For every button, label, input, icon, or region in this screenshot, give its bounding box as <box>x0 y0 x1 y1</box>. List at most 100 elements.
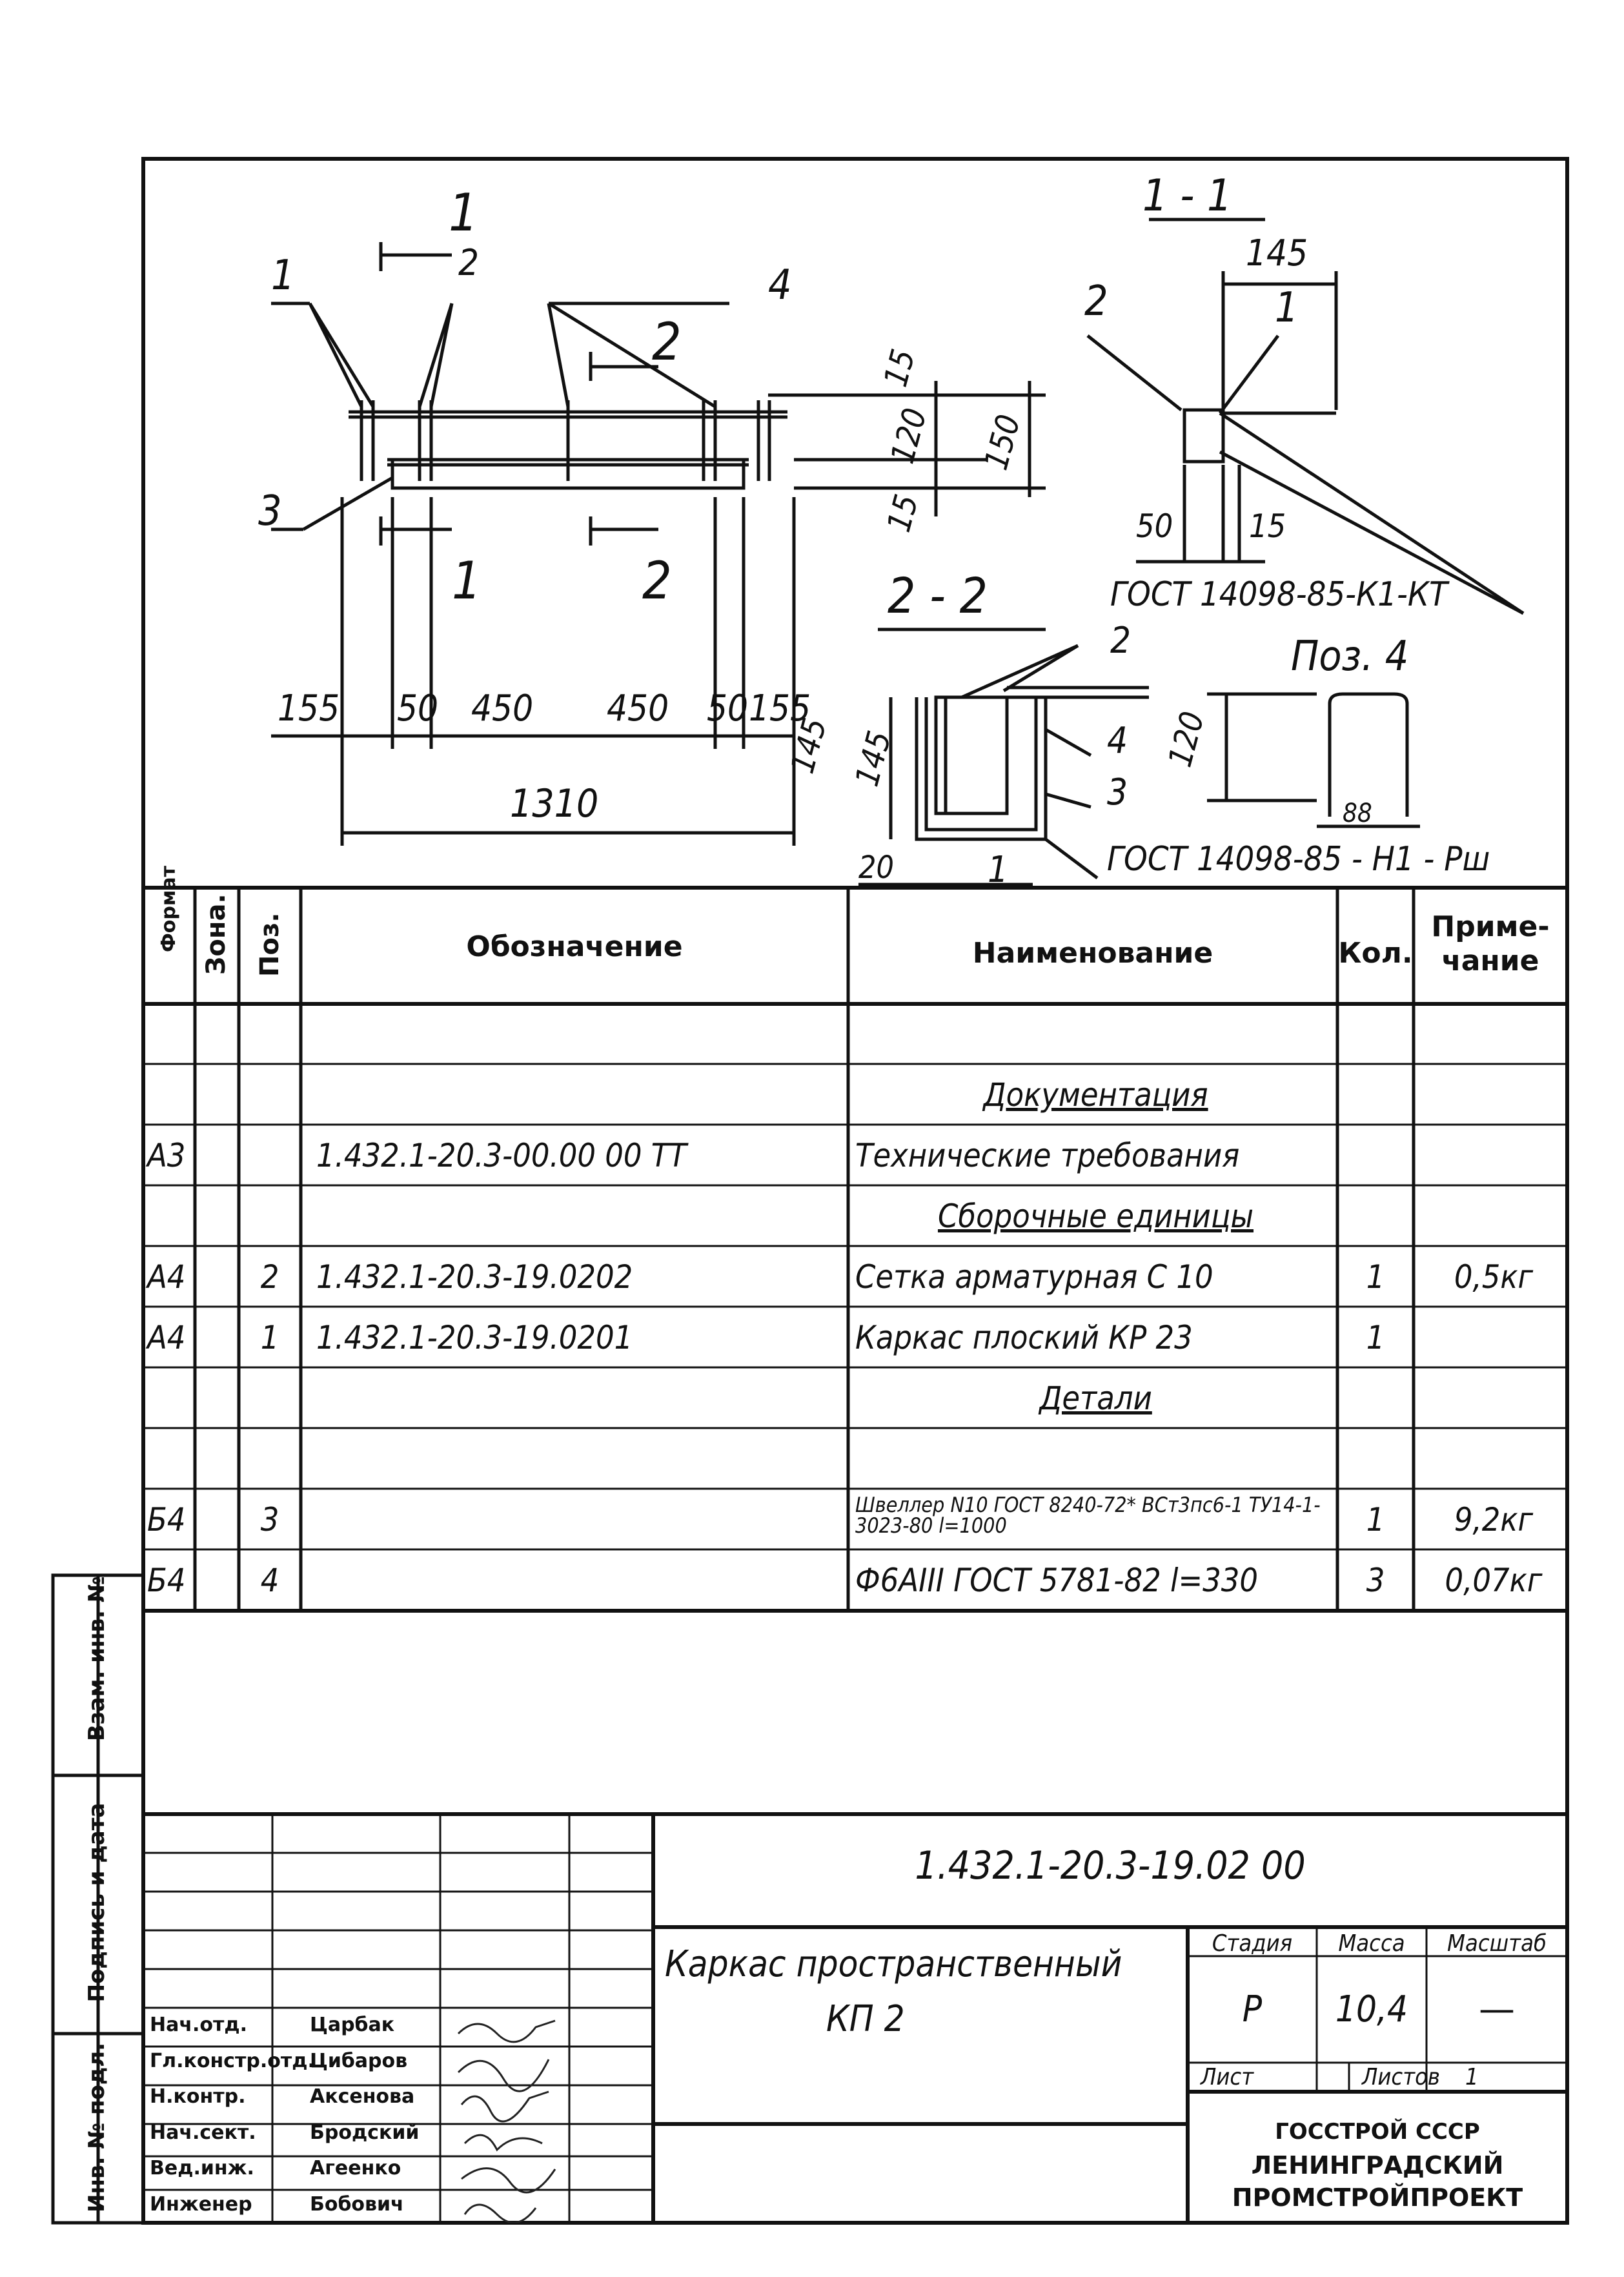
pos-label-2a: 2 <box>458 242 480 284</box>
dim-155-right: 155 <box>749 688 811 730</box>
dim-50-left: 50 <box>397 688 439 730</box>
gost-label-2: ГОСТ 14098-85 - Н1 - Рш <box>1107 840 1490 879</box>
pos-label-4b: 4 <box>1107 720 1128 762</box>
section-2-2-view <box>858 628 1149 886</box>
cut-label-1-top: 1 <box>449 183 478 243</box>
dim-155-left: 155 <box>278 688 340 730</box>
staff-name: Царбак <box>310 2014 395 2036</box>
cut-label-2-bottom: 2 <box>642 551 672 611</box>
side-sign-date: Подпись и дата <box>84 1802 110 2003</box>
header-zone: Зона. <box>201 893 231 975</box>
pos-label-4a: 4 <box>768 261 792 309</box>
staff-role: Нач.отд. <box>150 2014 247 2036</box>
spec-cell-qty: 1 <box>1366 1258 1385 1296</box>
dim-15-bottom: 15 <box>880 490 926 536</box>
header-note: Приме- чание <box>1431 910 1550 977</box>
gost-label-1: ГОСТ 14098-85-К1-КТ <box>1110 575 1448 614</box>
spec-cell-pos: 3 <box>260 1501 279 1538</box>
spec-cell-designation: 1.432.1-20.3-19.0201 <box>316 1319 633 1356</box>
spec-cell-note: 0,07кг <box>1445 1562 1543 1599</box>
pos-4-title: Поз. 4 <box>1291 633 1409 680</box>
spec-cell-format: Б4 <box>147 1501 186 1538</box>
spec-cell-format: А4 <box>147 1319 186 1356</box>
spec-cell-pos: 4 <box>260 1562 279 1599</box>
spec-cell-name: Швеллер N10 ГОСТ 8240-72* ВСт3пс6-1 ТУ14… <box>855 1493 1321 1538</box>
pos-label-3b: 3 <box>1107 771 1128 813</box>
spec-cell-qty: 1 <box>1366 1319 1385 1356</box>
section-1-1-view <box>1086 218 1525 615</box>
spec-cell-note: 0,5кг <box>1454 1258 1534 1296</box>
spec-cell-qty: 1 <box>1366 1501 1385 1538</box>
dim-50-section: 50 <box>1136 507 1173 545</box>
spec-cell-name: Ф6АIII ГОСТ 5781-82 l=330 <box>855 1562 1258 1599</box>
cut-label-1-bottom: 1 <box>452 551 482 611</box>
pos-label-1a: 1 <box>271 252 295 300</box>
header-designation: Обозначение <box>466 930 683 963</box>
elevation-view <box>271 242 1046 846</box>
header-pos: Поз. <box>255 912 285 977</box>
pos-label-1b: 1 <box>1275 284 1299 332</box>
dim-450-left: 450 <box>471 688 534 730</box>
scale-value: — <box>1479 1988 1515 2030</box>
spec-cell-name: Сетка арматурная С 10 <box>855 1258 1213 1296</box>
spec-cell-designation: 1.432.1-20.3-00.00 00 ТТ <box>316 1137 687 1174</box>
spec-cell-format: А3 <box>147 1137 186 1174</box>
staff-name: Аксенова <box>310 2085 415 2108</box>
pos-label-2b: 2 <box>1084 278 1108 325</box>
staff-name: Агеенко <box>310 2157 401 2180</box>
header-qty: Кол. <box>1338 937 1413 970</box>
staff-role: Гл.констр.отд. <box>150 2049 315 2072</box>
mass-label: Масса <box>1338 1930 1405 1957</box>
pos-label-2c: 2 <box>1110 620 1132 662</box>
dim-1310: 1310 <box>510 781 599 826</box>
spec-cell-pos: 2 <box>260 1258 279 1296</box>
pos-4-view <box>1207 692 1420 828</box>
spec-cell-name: Каркас плоский КР 23 <box>855 1319 1193 1356</box>
section-1-1-title: 1 - 1 <box>1142 170 1232 221</box>
dim-20: 20 <box>858 850 894 886</box>
sheets-value: 1 <box>1465 2064 1479 2090</box>
stage-value: Р <box>1242 1988 1263 2030</box>
spec-cell-name: Документация <box>983 1076 1208 1114</box>
signatures <box>457 2019 556 2223</box>
staff-name: Бродский <box>310 2121 420 2144</box>
side-inv-vzam: Взам. инв. № <box>84 1576 110 1741</box>
sheets-label: Листов <box>1362 2064 1440 2090</box>
dim-15-section: 15 <box>1249 507 1286 545</box>
pos-label-1c: 1 <box>988 849 1009 891</box>
spec-cell-name: Детали <box>1039 1380 1152 1417</box>
staff-role: Вед.инж. <box>150 2157 254 2180</box>
org-line3: ПРОМСТРОЙПРОЕКТ <box>1232 2183 1523 2212</box>
spec-cell-designation: 1.432.1-20.3-19.0202 <box>316 1258 633 1296</box>
org-line1: ГОССТРОЙ СССР <box>1275 2119 1480 2145</box>
spec-cell-pos: 1 <box>260 1319 279 1356</box>
spec-cell-qty: 3 <box>1366 1562 1385 1599</box>
scale-label: Масштаб <box>1447 1930 1547 1957</box>
staff-name: Цибаров <box>310 2049 408 2072</box>
org-line2: ЛЕНИНГРАДСКИЙ <box>1251 2151 1504 2180</box>
spec-cell-name: Сборочные единицы <box>937 1198 1254 1235</box>
title-line2: КП 2 <box>826 1998 905 2040</box>
mass-value: 10,4 <box>1335 1988 1408 2030</box>
dim-450-right: 450 <box>607 688 669 730</box>
header-name: Наименование <box>972 937 1213 970</box>
staff-role: Н.контр. <box>150 2085 246 2108</box>
dim-15-top: 15 <box>877 345 923 391</box>
staff-name: Бобович <box>310 2192 404 2216</box>
spec-cell-format: Б4 <box>147 1562 186 1599</box>
dim-50-right: 50 <box>707 688 749 730</box>
pos-label-3a: 3 <box>258 487 282 535</box>
cut-label-2-top: 2 <box>652 312 682 372</box>
title-line1: Каркас пространственный <box>665 1943 1122 1985</box>
dim-88: 88 <box>1343 799 1372 828</box>
dim-145-section: 145 <box>1246 232 1308 274</box>
doc-code: 1.432.1-20.3-19.02 00 <box>915 1843 1306 1888</box>
section-2-2-title: 2 - 2 <box>888 567 988 624</box>
header-format: Формат <box>157 866 180 952</box>
staff-role: Инженер <box>150 2192 252 2216</box>
spec-cell-name: Технические требования <box>855 1137 1240 1174</box>
side-inv-podl: Инв. № подл. <box>84 2042 110 2212</box>
spec-cell-format: А4 <box>147 1258 186 1296</box>
stage-label: Стадия <box>1212 1930 1293 1957</box>
